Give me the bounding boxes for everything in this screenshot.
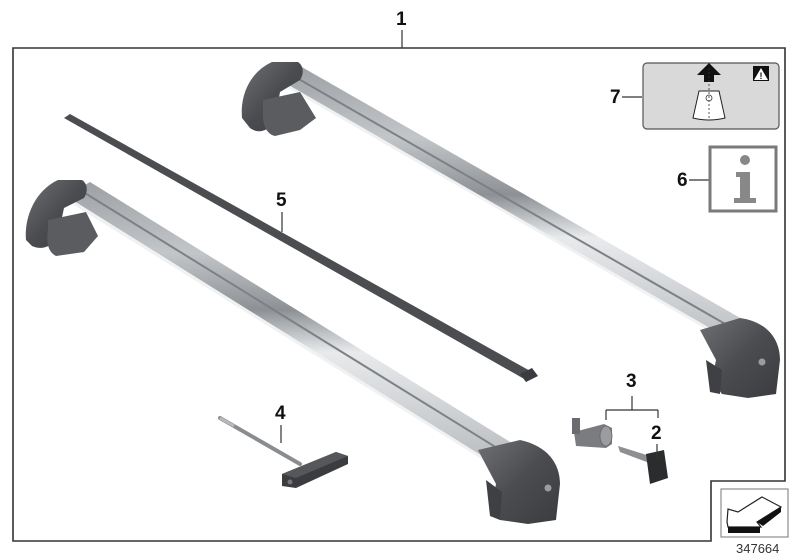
callout-6: 6 [677, 170, 688, 191]
lock-cylinder-and-key [572, 418, 668, 484]
callout-4: 4 [275, 403, 286, 424]
view-direction-box [720, 488, 789, 538]
callout-2: 2 [651, 423, 662, 444]
leader-bracket-3 [605, 396, 659, 420]
svg-text:!: ! [760, 71, 763, 81]
rubber-strip [64, 114, 538, 382]
information-icon [708, 145, 778, 213]
callout-7: 7 [610, 87, 621, 108]
roof-bar-upper [241, 62, 780, 398]
callout-1: 1 [396, 9, 407, 30]
warning-label: ! [642, 62, 780, 130]
reference-number: 347664 [736, 541, 780, 556]
t-handle-wrench [218, 416, 348, 488]
roof-bar-lower [25, 180, 560, 524]
callout-3: 3 [626, 371, 637, 392]
assembly-frame [12, 47, 786, 542]
callout-5: 5 [276, 190, 287, 211]
